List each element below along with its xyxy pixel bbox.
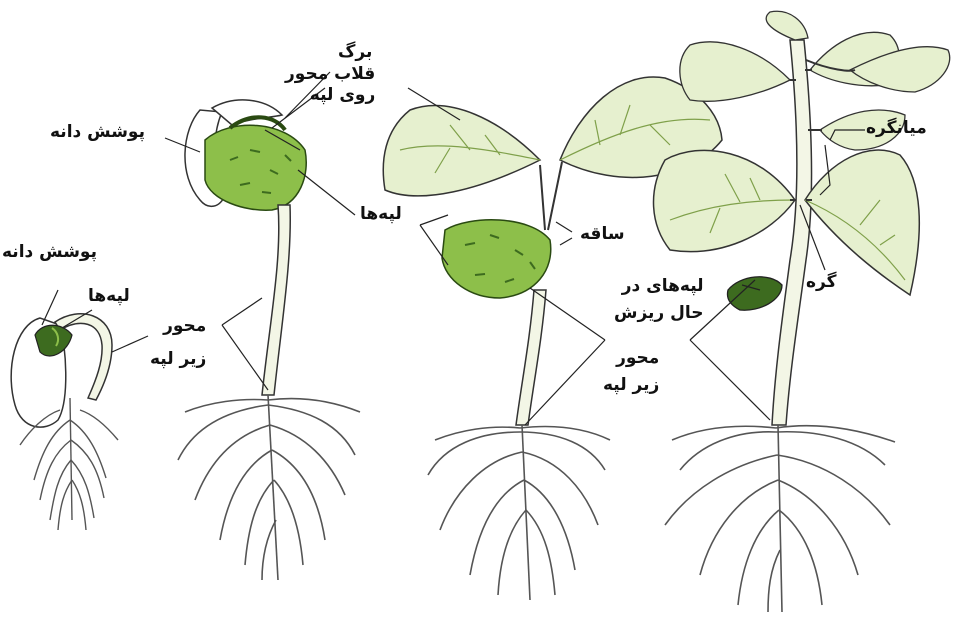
label-hypocotyl-stage-1-line2: زیر لپه: [150, 349, 206, 370]
label-cotyledons-stage-1: لپه‌ها: [88, 286, 130, 307]
stage-3-seedling: [383, 77, 722, 600]
label-stem: ساقه: [580, 224, 625, 245]
stage-3-left-leaf: [383, 106, 540, 196]
label-falling-cotyledons: لپه‌های در حال ریزش: [614, 276, 704, 325]
stage-4-roots: [665, 425, 895, 612]
label-falling-cotyledons-line2: حال ریزش: [614, 303, 704, 324]
stage-3-petioles: [540, 162, 562, 230]
label-epicotyl-hook-line2: روی لپه: [285, 85, 375, 106]
label-hypocotyl-stage-1-line1: محور: [150, 316, 206, 337]
stage-2-roots: [178, 395, 360, 580]
stage-3-roots: [428, 425, 610, 600]
stage-2-hypocotyl: [262, 205, 290, 395]
label-cotyledons-stage-2: لپه‌ها: [360, 204, 402, 225]
stage-4-main-stem: [772, 40, 812, 425]
label-epicotyl-hook: قلاب محور روی لپه: [285, 64, 375, 107]
stage-1-seedling: [11, 314, 118, 530]
stage-3-cotyledons: [442, 220, 551, 298]
label-falling-cotyledons-line1: لپه‌های در: [614, 276, 704, 297]
label-node: گره: [806, 272, 837, 293]
stage-2-cotyledons: [205, 125, 306, 210]
label-epicotyl-hook-line1: قلاب محور: [285, 64, 375, 85]
stage-4-leaf-upper-left: [680, 42, 790, 101]
label-seed-coat-stage-1: پوشش دانه: [2, 242, 97, 263]
label-leaf: برگ: [338, 42, 372, 63]
stage-4-falling-cotyledons: [728, 277, 783, 310]
label-hypocotyl-stage-3-line1: محور: [603, 348, 659, 369]
stage-4-leaf-top: [766, 11, 808, 40]
label-internode: میانگره: [866, 118, 927, 139]
label-hypocotyl-stage-3-line2: زیر لپه: [603, 375, 659, 396]
label-hypocotyl-stage-1: محور زیر لپه: [150, 316, 206, 371]
label-seed-coat-stage-2: پوشش دانه: [50, 122, 145, 143]
stage-3-hypocotyl: [516, 290, 546, 425]
label-hypocotyl-stage-3: محور زیر لپه: [603, 348, 659, 397]
